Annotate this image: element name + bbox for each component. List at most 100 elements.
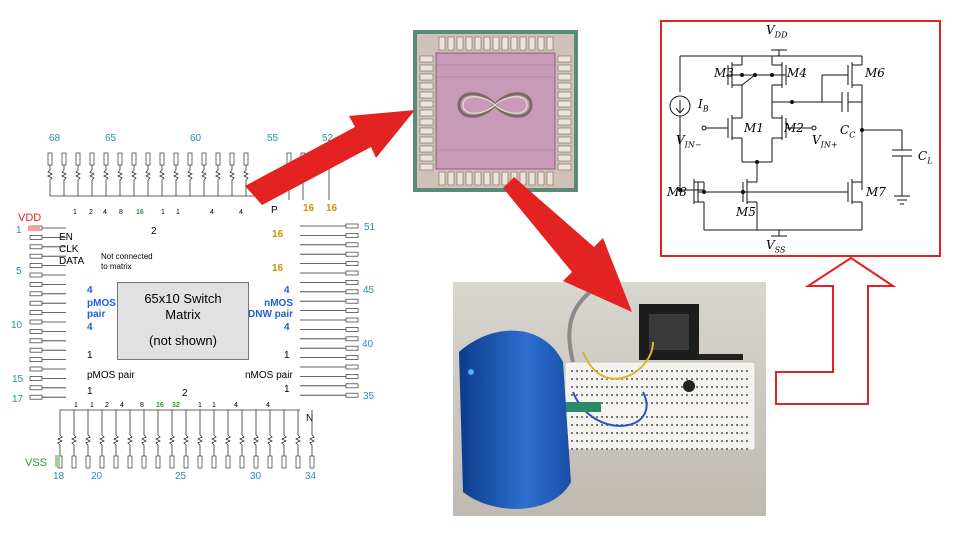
bit-weight: 16	[303, 203, 315, 214]
hole	[716, 416, 718, 418]
hole	[606, 370, 608, 372]
hole	[706, 394, 708, 396]
hole	[696, 416, 698, 418]
hole	[736, 416, 738, 418]
opamp-schematic	[669, 49, 912, 237]
not-connected-note: Not connected to matrix	[101, 252, 153, 271]
pin-pad	[345, 308, 359, 313]
bit-weight: 1	[176, 209, 180, 216]
hole	[741, 416, 743, 418]
hole	[666, 402, 668, 404]
hole	[691, 432, 693, 434]
pin-pad	[117, 152, 123, 166]
bond-pad	[557, 163, 572, 171]
clk-label: CLK	[59, 244, 79, 255]
hole	[721, 386, 723, 388]
hole	[741, 440, 743, 442]
hole	[611, 386, 613, 388]
hole	[661, 394, 663, 396]
hole	[571, 394, 573, 396]
hole	[626, 370, 628, 372]
pin-pad	[29, 338, 43, 344]
hole	[571, 416, 573, 418]
pin-pad	[71, 455, 77, 469]
hole	[706, 432, 708, 434]
weight-label: 1	[284, 384, 290, 395]
switch-matrix-box: 65x10 Switch Matrix (not shown)	[117, 282, 249, 360]
hole	[726, 378, 728, 380]
hole	[731, 378, 733, 380]
hole	[691, 402, 693, 404]
pin-pad	[29, 366, 43, 372]
pin-pad	[309, 455, 315, 469]
pin-pad	[75, 152, 81, 166]
hole	[741, 386, 743, 388]
pin-pad	[113, 455, 119, 469]
hole	[726, 402, 728, 404]
hole	[736, 424, 738, 426]
switch-matrix-title: 65x10 Switch Matrix	[144, 291, 222, 322]
pin-pad	[145, 152, 151, 166]
pin-pad	[29, 347, 43, 353]
hole	[731, 424, 733, 426]
hole	[721, 424, 723, 426]
bond-pad	[557, 145, 572, 153]
hole	[716, 448, 718, 450]
hole	[696, 448, 698, 450]
pin-pad	[345, 355, 359, 360]
hole	[721, 370, 723, 372]
hole	[746, 440, 748, 442]
pin-pad	[29, 253, 43, 259]
cc-label: CC	[840, 123, 856, 140]
pin-pad	[29, 394, 43, 400]
hole	[651, 448, 653, 450]
pin-pad	[197, 455, 203, 469]
pin-wire	[103, 165, 109, 196]
bit-weight: 4	[103, 209, 107, 216]
hole	[641, 448, 643, 450]
hole	[586, 378, 588, 380]
hole	[706, 416, 708, 418]
hole	[626, 448, 628, 450]
vdd-label: VDD	[766, 23, 788, 40]
hole	[671, 432, 673, 434]
bond-pad	[419, 55, 434, 63]
vss-label: VSS	[766, 238, 786, 255]
hole	[746, 448, 748, 450]
pin-pad	[29, 263, 43, 268]
pin-pad	[29, 357, 43, 362]
pin-pad	[29, 329, 43, 334]
p-terminal-label: P	[271, 205, 278, 216]
pin-wire	[225, 410, 231, 456]
pin-wire	[201, 165, 207, 196]
pin-pad	[29, 376, 43, 381]
hole	[626, 440, 628, 442]
hole	[686, 402, 688, 404]
bond-pad	[492, 171, 500, 186]
hole	[636, 424, 638, 426]
hole	[661, 402, 663, 404]
bit-weight: 16	[326, 203, 338, 214]
pin-pad	[345, 345, 359, 351]
hole	[591, 386, 593, 388]
hole	[576, 394, 578, 396]
hole	[711, 432, 713, 434]
bond-pad	[419, 100, 434, 108]
hole	[711, 394, 713, 396]
hole	[681, 440, 683, 442]
hole	[681, 416, 683, 418]
hole	[716, 440, 718, 442]
hole	[636, 394, 638, 396]
hole	[676, 378, 678, 380]
hole	[731, 440, 733, 442]
hole	[716, 432, 718, 434]
vin-plus-label: VIN+	[812, 133, 838, 150]
bond-pad	[465, 171, 473, 186]
hole	[621, 394, 623, 396]
hole	[616, 432, 618, 434]
chip-bond-pads	[419, 36, 572, 186]
hole	[721, 440, 723, 442]
pin-pad	[99, 455, 105, 469]
pin-wire	[47, 165, 53, 196]
hole	[581, 424, 583, 426]
